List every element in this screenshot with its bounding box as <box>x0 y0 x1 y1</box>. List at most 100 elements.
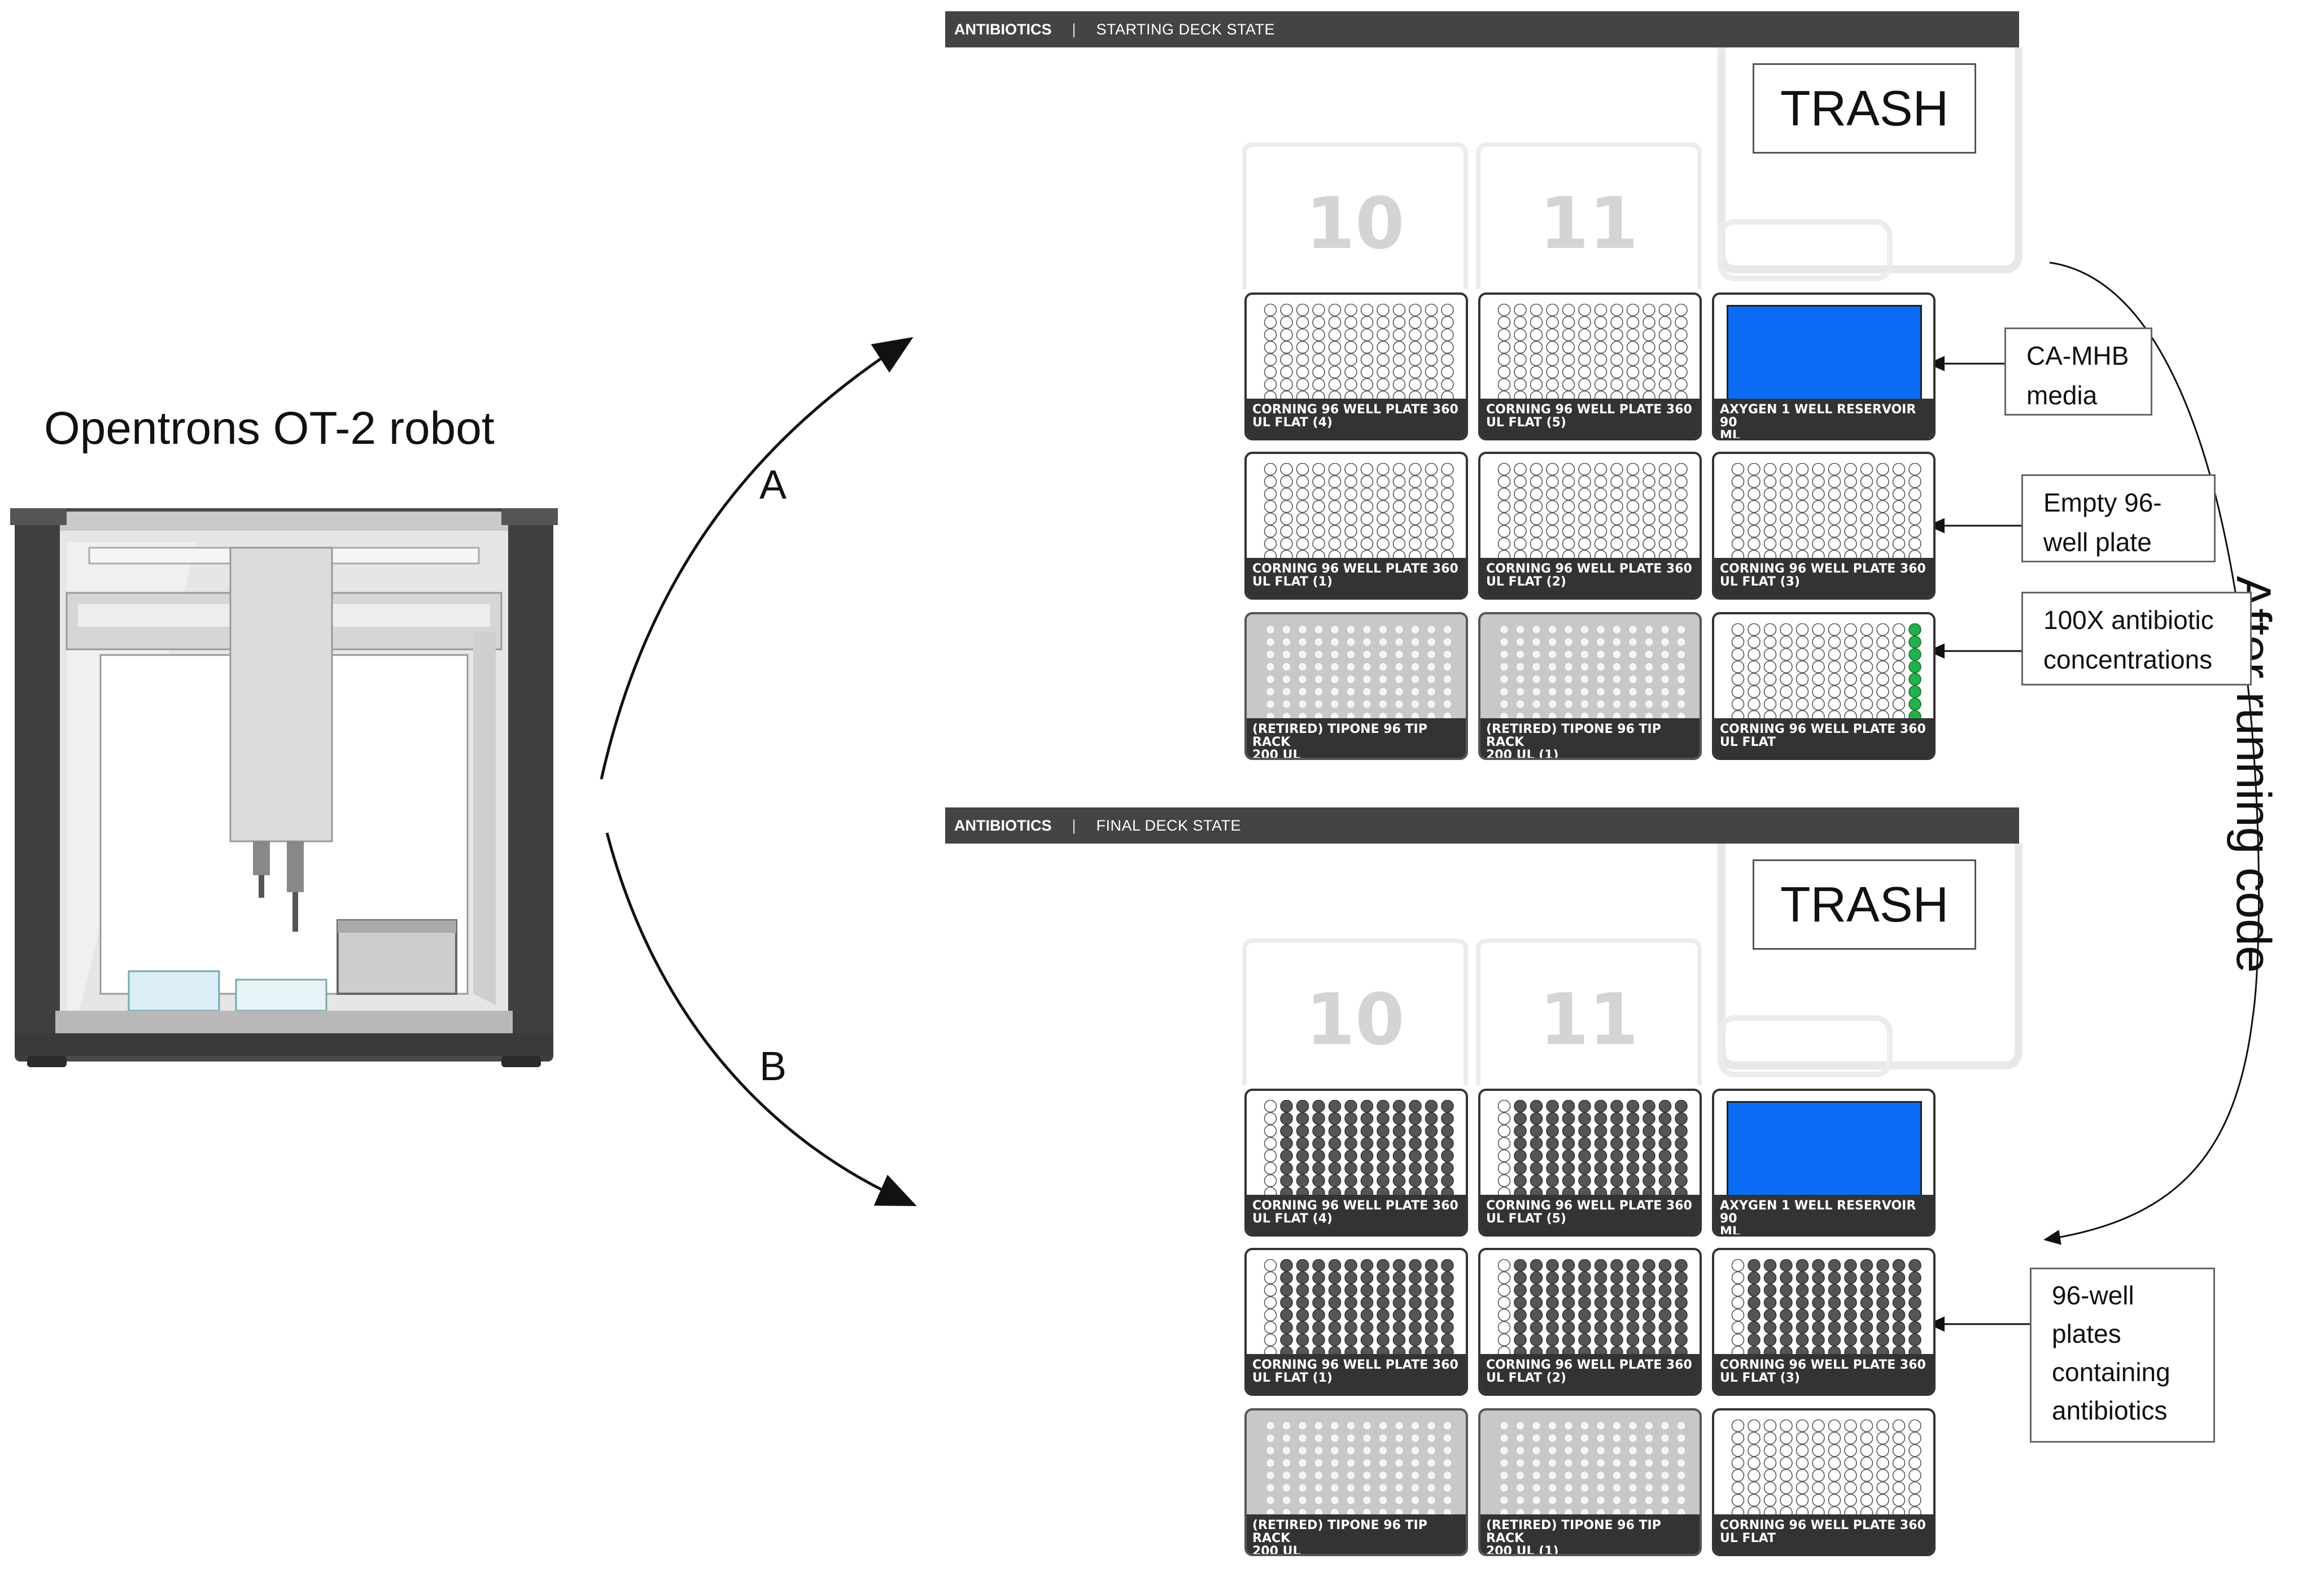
well <box>1392 365 1406 379</box>
well <box>1264 1186 1277 1196</box>
well <box>1763 635 1777 649</box>
well <box>1844 685 1857 698</box>
well <box>1549 650 1556 658</box>
well <box>1578 463 1591 476</box>
well <box>1299 688 1307 696</box>
well <box>1645 713 1653 719</box>
well <box>1497 475 1511 488</box>
well <box>1395 1484 1403 1492</box>
well <box>1514 487 1527 501</box>
well <box>1796 1346 1809 1355</box>
well <box>1581 713 1588 719</box>
well <box>1328 525 1342 538</box>
well <box>1532 626 1540 634</box>
well <box>1266 1459 1274 1467</box>
well <box>1530 365 1543 379</box>
well <box>1731 487 1745 501</box>
well <box>1280 1321 1293 1334</box>
well <box>1581 1471 1588 1479</box>
well <box>1748 672 1761 686</box>
well <box>1675 1296 1688 1309</box>
well <box>1642 512 1655 526</box>
well <box>1280 487 1293 501</box>
well <box>1425 1346 1438 1355</box>
well <box>1828 1481 1841 1495</box>
well <box>1360 1174 1374 1187</box>
well <box>1530 304 1543 317</box>
well <box>1392 316 1406 329</box>
well <box>1331 675 1339 683</box>
well <box>1296 1296 1309 1309</box>
well <box>1500 713 1508 719</box>
well <box>1562 475 1575 488</box>
well <box>1549 713 1556 719</box>
well <box>1296 390 1309 400</box>
well <box>1860 648 1873 661</box>
well <box>1661 1496 1669 1504</box>
well <box>1812 475 1825 488</box>
well <box>1876 1493 1889 1507</box>
well-grid <box>1264 304 1454 400</box>
well <box>1514 1333 1527 1347</box>
well <box>1675 1283 1688 1297</box>
well <box>1392 1271 1406 1285</box>
well <box>1642 549 1655 559</box>
well <box>1497 353 1511 366</box>
well <box>1626 378 1640 391</box>
well <box>1658 1308 1672 1322</box>
well <box>1360 1112 1374 1125</box>
well <box>1626 512 1640 526</box>
well <box>1517 663 1524 671</box>
well <box>1444 650 1451 658</box>
well <box>1425 537 1438 551</box>
well <box>1780 512 1793 526</box>
well <box>1748 1506 1761 1516</box>
well <box>1763 475 1777 488</box>
well <box>1500 1471 1508 1479</box>
well <box>1444 663 1451 671</box>
well <box>1562 353 1575 366</box>
well <box>1425 340 1438 354</box>
well <box>1546 1308 1559 1322</box>
well <box>1675 1112 1688 1125</box>
well <box>1377 1174 1390 1187</box>
well <box>1892 660 1906 674</box>
well <box>1363 675 1371 683</box>
well <box>1812 1271 1825 1285</box>
well <box>1379 1484 1387 1492</box>
well <box>1299 626 1307 634</box>
well <box>1844 1271 1857 1285</box>
well <box>1748 1296 1761 1309</box>
well <box>1530 512 1543 526</box>
well <box>1892 648 1906 661</box>
well <box>1642 500 1655 513</box>
trash-bin-outline <box>1718 219 1893 281</box>
well <box>1578 1186 1591 1196</box>
well <box>1892 1296 1906 1309</box>
well <box>1392 475 1406 488</box>
well <box>1562 1333 1575 1347</box>
well <box>1626 463 1640 476</box>
well <box>1328 1161 1342 1175</box>
well <box>1427 1496 1435 1504</box>
well <box>1441 378 1454 391</box>
well <box>1532 688 1540 696</box>
